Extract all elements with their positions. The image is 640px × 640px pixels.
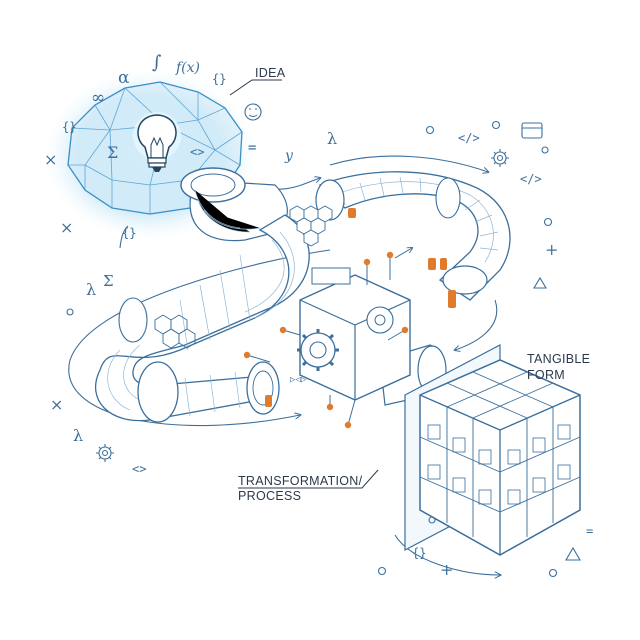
circle-icon: [377, 566, 387, 576]
circle-icon: [541, 146, 549, 154]
lambda-symbol: λ: [86, 280, 97, 299]
tangible-cube: [404, 344, 581, 556]
orange-valve: [265, 395, 272, 407]
cube-inset-squares: [427, 424, 571, 505]
alpha-symbol: α: [118, 68, 130, 88]
idea-label-leader: [229, 79, 282, 96]
orange-valve: [448, 290, 456, 308]
lambda-symbol: λ: [73, 426, 84, 445]
triangle-icon: [565, 546, 581, 561]
window-icon: [521, 122, 543, 139]
deco-icons: [66, 103, 581, 578]
flow-arrow-top-right: [329, 155, 488, 172]
circle-icon: [428, 516, 436, 524]
circle-icon: [548, 568, 558, 578]
flow-arrow-out: [394, 534, 500, 575]
pipe-upper-left: [180, 167, 288, 242]
pipe-flange: [137, 361, 179, 423]
pipe-flow-arrows: ▷◁▷: [290, 375, 307, 385]
process-label-line2: PROCESS: [238, 489, 302, 503]
pipe-system: [94, 167, 511, 423]
times-symbol: ×: [60, 218, 74, 237]
orange-valve: [428, 258, 436, 270]
orange-valve: [348, 208, 356, 218]
y-symbol: y: [285, 148, 293, 164]
process-label-leader: [238, 469, 379, 489]
braces-symbol: {}: [122, 226, 137, 240]
lambda-symbol: λ: [327, 129, 338, 148]
pipe-upper-right: [315, 171, 511, 301]
flow-arrow-right: [455, 299, 498, 350]
idea-label: IDEA: [255, 66, 286, 80]
control-pins: [246, 255, 406, 426]
smiley-icon: [244, 103, 262, 121]
braces-symbol: {}: [412, 546, 427, 560]
sigma-symbol: Σ: [107, 143, 119, 162]
integral-symbol: ∫: [152, 52, 162, 73]
circle-icon: [491, 120, 501, 130]
gear-icon: [297, 329, 339, 371]
thread-icon: [119, 225, 129, 249]
lightbulb-icon: [133, 112, 181, 172]
gear-icon: [491, 149, 509, 167]
cube-grid: [419, 371, 581, 537]
pipe-flange: [246, 361, 280, 415]
hex-panel-left: [154, 314, 196, 349]
code-symbol: <>: [132, 462, 147, 476]
circle-icon: [425, 125, 435, 135]
braces-symbol: {}: [212, 72, 227, 86]
processor-gearbox: [243, 248, 447, 429]
gear-icon: [366, 306, 394, 334]
code-tag-symbol: </>: [520, 172, 542, 186]
infinity-symbol: ∞: [91, 88, 106, 108]
hex-cluster: [289, 205, 333, 247]
sigma-symbol: Σ: [103, 272, 114, 290]
orange-indicators: [243, 251, 447, 429]
equals-symbol: =: [248, 140, 257, 156]
plus-symbol: +: [545, 240, 559, 259]
pipe-left-loop: [94, 214, 310, 423]
fx-symbol: f(x): [176, 60, 201, 76]
code-symbol: <>: [190, 145, 205, 159]
times-symbol: ×: [50, 395, 64, 414]
code-tag-symbol: </>: [458, 131, 480, 145]
times-symbol: ×: [44, 150, 58, 169]
triangle-icon: [533, 276, 547, 289]
tangible-form-label-line1: TANGIBLE: [527, 352, 591, 366]
equals-symbol: =: [586, 524, 594, 538]
circle-icon: [543, 217, 553, 227]
process-label-line1: TRANSFORMATION/: [238, 474, 363, 488]
gear-icon: [96, 444, 114, 462]
braces-symbol: {}: [62, 120, 77, 134]
plus-symbol: +: [440, 560, 454, 579]
circle-icon: [66, 308, 74, 316]
tangible-form-label-line2: FORM: [527, 368, 565, 382]
